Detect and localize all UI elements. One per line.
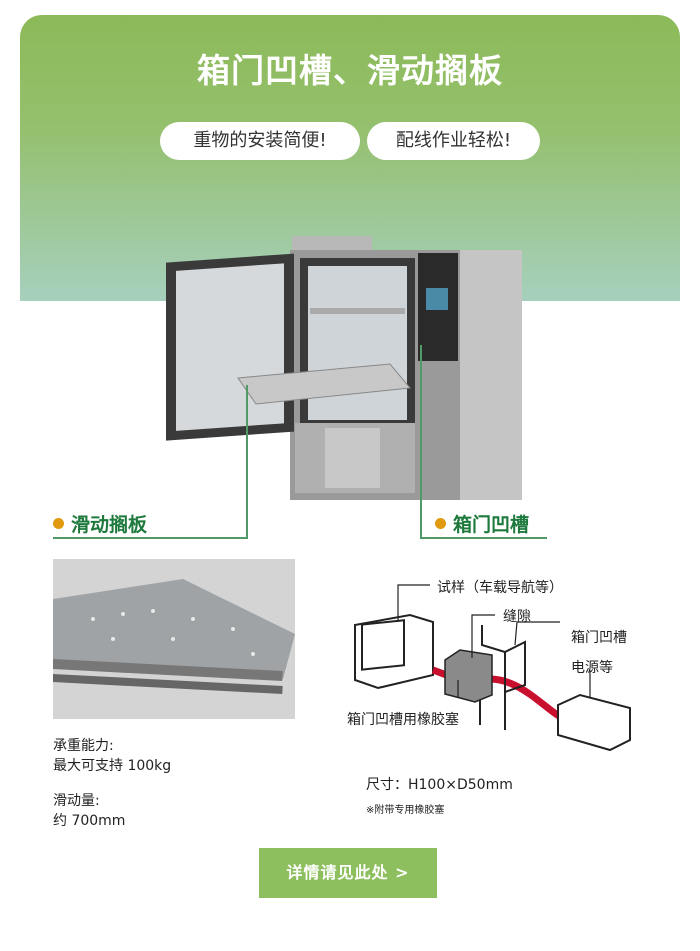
plug-size: 尺寸：H100×D50mm [366, 777, 513, 793]
slide-distance-spec: 滑动量: 约 700mm [53, 791, 125, 831]
callout-label: 滑动搁板 [71, 514, 148, 536]
bullet-dot [435, 518, 446, 529]
callout-line-left [246, 385, 248, 537]
spec-label: 滑动量: [53, 793, 100, 809]
label-door-groove: 箱门凹槽 [571, 630, 627, 646]
bullet-dot [53, 518, 64, 529]
details-button[interactable]: 详情请见此处 > [259, 848, 437, 898]
callout-door-groove: 箱门凹槽 [435, 510, 529, 537]
spec-value: 约 700mm [53, 813, 126, 829]
callout-underline-right [420, 537, 547, 539]
test-chamber-image [166, 236, 522, 500]
label-gap: 缝隙 [503, 609, 531, 625]
label-sample: 试样（车载导航等） [437, 580, 563, 596]
load-capacity-spec: 承重能力: 最大可支持 100kg [53, 736, 171, 776]
callout-line-right [420, 345, 422, 537]
callout-label: 箱门凹槽 [453, 514, 530, 536]
page-title: 箱门凹槽、滑动搁板 [197, 51, 503, 90]
feature-pill-easy-wiring: 配线作业轻松! [367, 122, 540, 160]
feature-pill-easy-install: 重物的安装简便! [160, 122, 360, 160]
spec-label: 承重能力: [53, 738, 114, 754]
sliding-shelf-photo [52, 559, 295, 719]
groove-diagram [354, 584, 631, 752]
label-power: 电源等 [571, 660, 613, 676]
callout-sliding-shelf: 滑动搁板 [53, 510, 147, 537]
plug-note: ※附带专用橡胶塞 [366, 805, 445, 816]
label-rubber-plug: 箱门凹槽用橡胶塞 [347, 712, 459, 728]
callout-underline-left [53, 537, 248, 539]
spec-value: 最大可支持 100kg [53, 758, 172, 774]
